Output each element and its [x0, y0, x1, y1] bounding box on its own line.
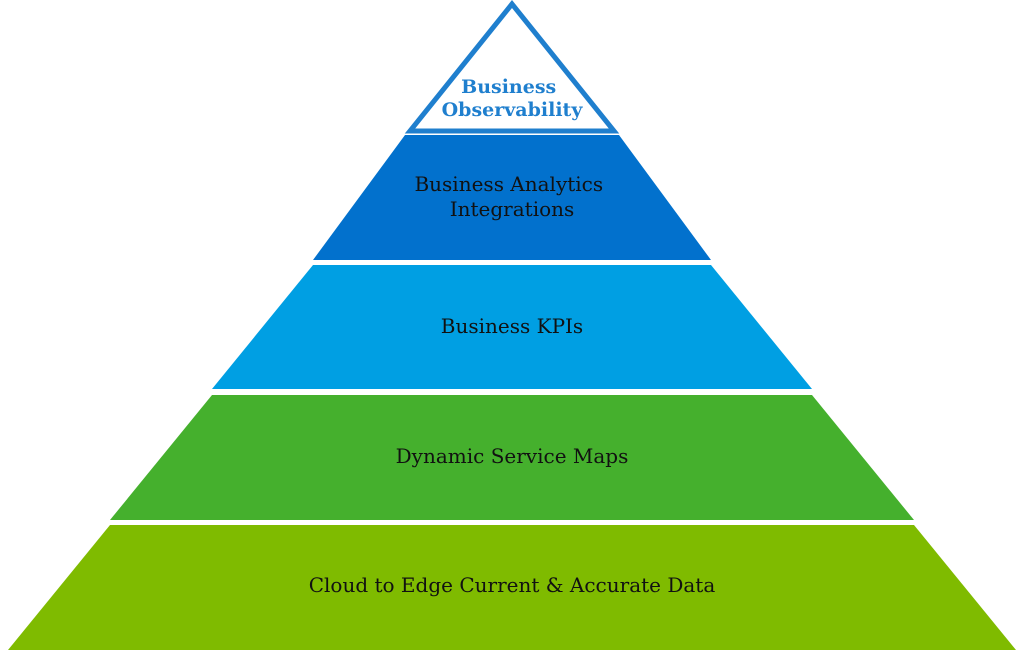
pyramid-layer-kpis: Business KPIs	[212, 265, 812, 389]
apex-label-line-1: Business	[461, 76, 556, 98]
layer-kpis-label-line-1: Business KPIs	[441, 314, 583, 338]
apex-triangle	[404, 0, 620, 134]
layer-kpis-label: Business KPIs	[441, 314, 583, 338]
layer-analytics-label-line-1: Business Analytics	[414, 172, 603, 196]
layer-service-maps-label: Dynamic Service Maps	[396, 444, 629, 468]
apex-label: Business Observability	[442, 76, 584, 121]
layer-service-maps-label-line-1: Dynamic Service Maps	[396, 444, 629, 468]
layer-analytics-label-line-2: Integrations	[450, 197, 575, 221]
pyramid-layer-service-maps: Dynamic Service Maps	[110, 395, 914, 520]
layer-data-label-line-1: Cloud to Edge Current & Accurate Data	[309, 573, 716, 597]
pyramid-layer-analytics: Business Analytics Integrations	[313, 135, 711, 260]
layer-kpis-shape	[212, 265, 812, 389]
pyramid-layer-data: Cloud to Edge Current & Accurate Data	[8, 525, 1016, 650]
layer-service-maps-shape	[110, 395, 914, 520]
pyramid-apex: Business Observability	[404, 0, 620, 134]
apex-label-line-2: Observability	[442, 99, 584, 121]
layer-data-label: Cloud to Edge Current & Accurate Data	[309, 573, 716, 597]
layer-analytics-shape	[313, 135, 711, 260]
layer-data-shape	[8, 525, 1016, 650]
layer-analytics-label: Business Analytics Integrations	[414, 172, 609, 221]
